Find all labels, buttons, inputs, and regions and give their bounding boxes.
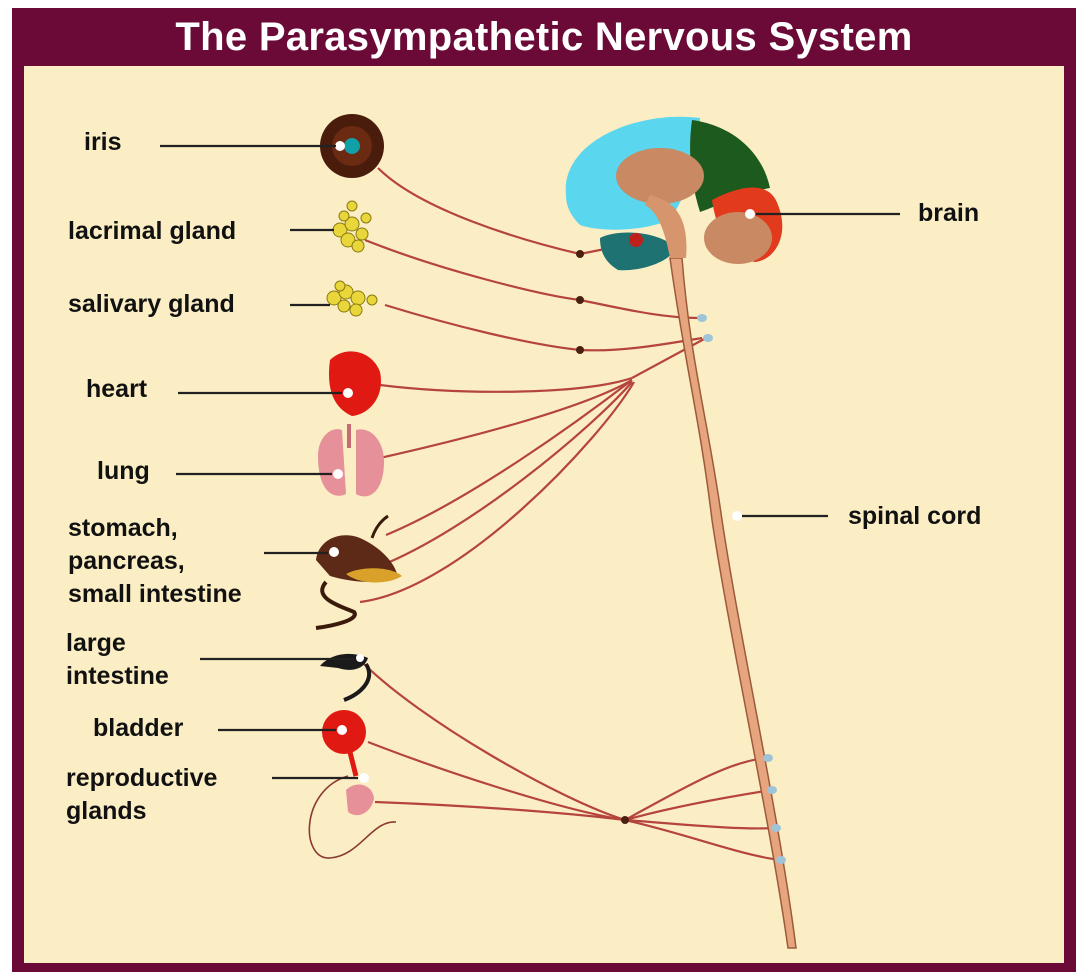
large-intestine-illustration <box>320 654 369 700</box>
label-stomach-line3: small intestine <box>68 578 242 611</box>
spinal-nerve-roots <box>697 314 786 864</box>
label-large-intestine-line1: large <box>66 627 169 660</box>
nerve-sacral-3 <box>625 820 776 828</box>
ganglion-otic <box>576 346 584 354</box>
label-spinal-cord: spinal cord <box>848 500 981 533</box>
label-iris: iris <box>84 126 122 159</box>
brain-cerebellum <box>704 212 772 264</box>
nerve-sacral-1 <box>625 758 768 820</box>
label-stomach-line2: pancreas, <box>68 545 242 578</box>
salivary-gland-illustration <box>327 281 377 316</box>
nerve-stomach-3 <box>360 382 634 602</box>
lung-illustration <box>318 424 384 496</box>
bladder-illustration <box>322 710 366 776</box>
nerve-salivary <box>385 305 702 350</box>
spinal-cord-marker <box>732 511 742 521</box>
brain-illustration <box>566 117 783 271</box>
brain-marker <box>745 209 755 219</box>
nerve-fibers <box>309 168 780 860</box>
nerve-large-intestine <box>362 662 625 820</box>
spinal-cord <box>670 258 796 948</box>
label-bladder: bladder <box>93 712 183 745</box>
label-reproductive-glands-group: reproductive glands <box>66 762 217 828</box>
brain-core <box>616 148 704 204</box>
label-large-intestine-group: large intestine <box>66 627 169 693</box>
label-lacrimal-gland: lacrimal gland <box>68 215 236 248</box>
ganglion-pterygopalatine <box>576 296 584 304</box>
label-salivary-gland: salivary gland <box>68 288 235 321</box>
label-heart: heart <box>86 373 147 406</box>
reproductive-glands-illustration <box>346 773 374 815</box>
nerve-heart <box>380 378 632 392</box>
label-stomach-line1: stomach, <box>68 512 242 545</box>
label-brain: brain <box>918 197 979 230</box>
heart-illustration <box>329 351 381 416</box>
nerve-sacral-2 <box>625 790 772 820</box>
label-large-intestine-line2: intestine <box>66 660 169 693</box>
label-reproductive-glands-line2: glands <box>66 795 217 828</box>
ganglion-pelvic <box>621 816 629 824</box>
label-stomach-group: stomach, pancreas, small intestine <box>68 512 242 611</box>
ganglion-ciliary <box>576 250 584 258</box>
label-reproductive-glands-line1: reproductive <box>66 762 217 795</box>
label-lung: lung <box>97 455 150 488</box>
nerve-stomach-1 <box>386 380 632 535</box>
lacrimal-gland-illustration <box>333 201 371 252</box>
ganglia <box>576 250 629 824</box>
